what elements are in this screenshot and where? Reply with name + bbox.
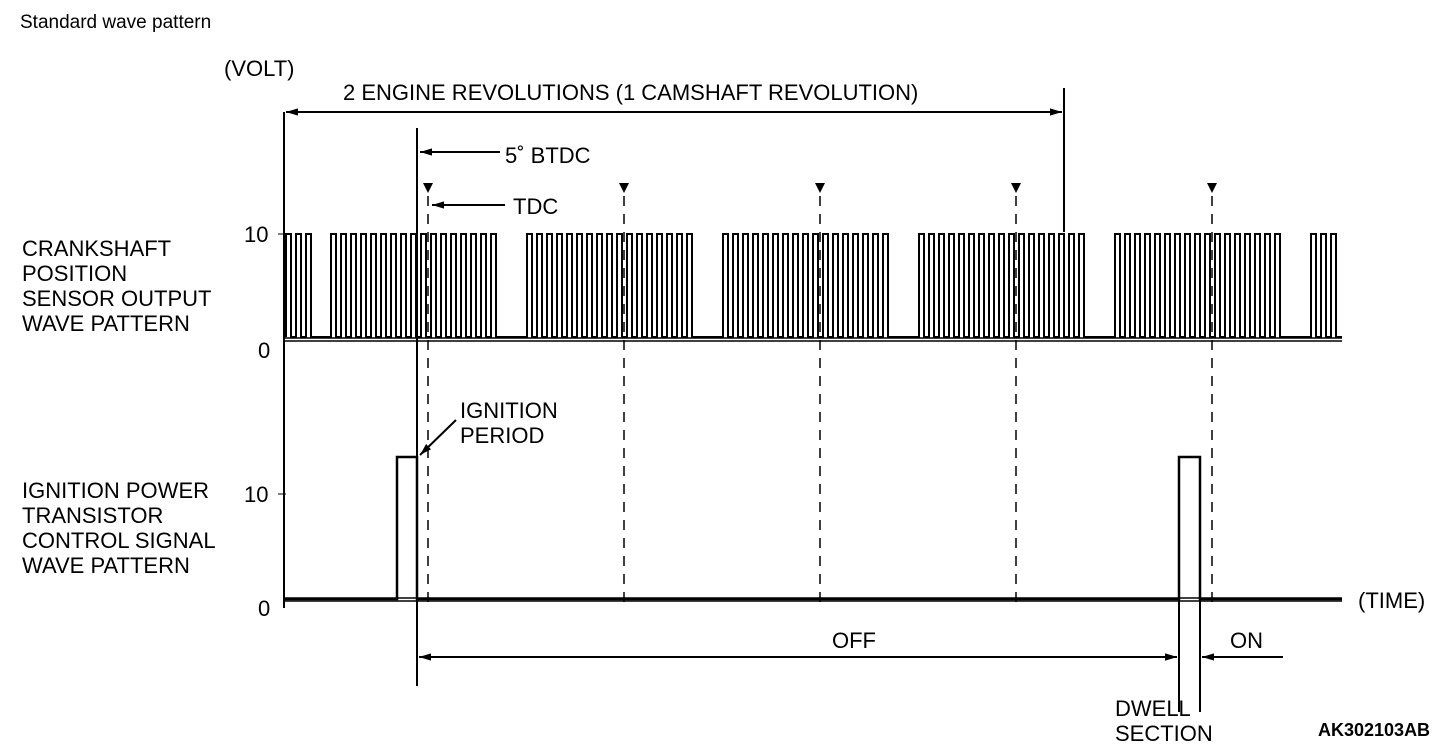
ignition-wave xyxy=(284,455,1342,601)
tdc-marker-icon xyxy=(619,183,629,193)
tdc-marker-icon xyxy=(1011,183,1021,193)
off-label: OFF xyxy=(832,628,876,653)
ignition-period-label-1: IGNITION xyxy=(460,398,558,423)
ignition-tick-10: 10 xyxy=(244,482,268,507)
crank-label-4: WAVE PATTERN xyxy=(22,311,190,336)
crank-tick-10: 10 xyxy=(244,222,268,247)
ignition-period-arrow xyxy=(419,419,457,456)
revolutions-label: 2 ENGINE REVOLUTIONS (1 CAMSHAFT REVOLUT… xyxy=(343,80,918,105)
diagram-title: Standard wave pattern xyxy=(20,12,211,33)
ignition-tick-0: 0 xyxy=(258,596,270,621)
ignition-label-4: WAVE PATTERN xyxy=(22,553,190,578)
tdc-marker-icon xyxy=(423,183,433,193)
ignition-label-1: IGNITION POWER xyxy=(22,478,209,503)
crank-label-3: SENSOR OUTPUT xyxy=(22,286,211,311)
on-label: ON xyxy=(1230,628,1263,653)
y-axis-unit: (VOLT) xyxy=(224,56,294,81)
tdc-marker-icon xyxy=(1207,183,1217,193)
crank-tick-0: 0 xyxy=(258,338,270,363)
crank-label-2: POSITION xyxy=(22,261,127,286)
x-axis-unit: (TIME) xyxy=(1358,588,1425,613)
tdc-label: TDC xyxy=(513,194,558,219)
crank-label-1: CRANKSHAFT xyxy=(22,236,171,261)
tdc-marker-icon xyxy=(815,183,825,193)
ignition-label-2: TRANSISTOR xyxy=(22,503,163,528)
ignition-period-label-2: PERIOD xyxy=(460,423,544,448)
dwell-label-2: SECTION xyxy=(1115,721,1213,746)
figure-id: AK302103AB xyxy=(1318,720,1430,740)
btdc-label: 5˚ BTDC xyxy=(505,143,591,168)
ignition-label-3: CONTROL SIGNAL xyxy=(22,528,216,553)
crankshaft-wave xyxy=(285,233,1342,338)
